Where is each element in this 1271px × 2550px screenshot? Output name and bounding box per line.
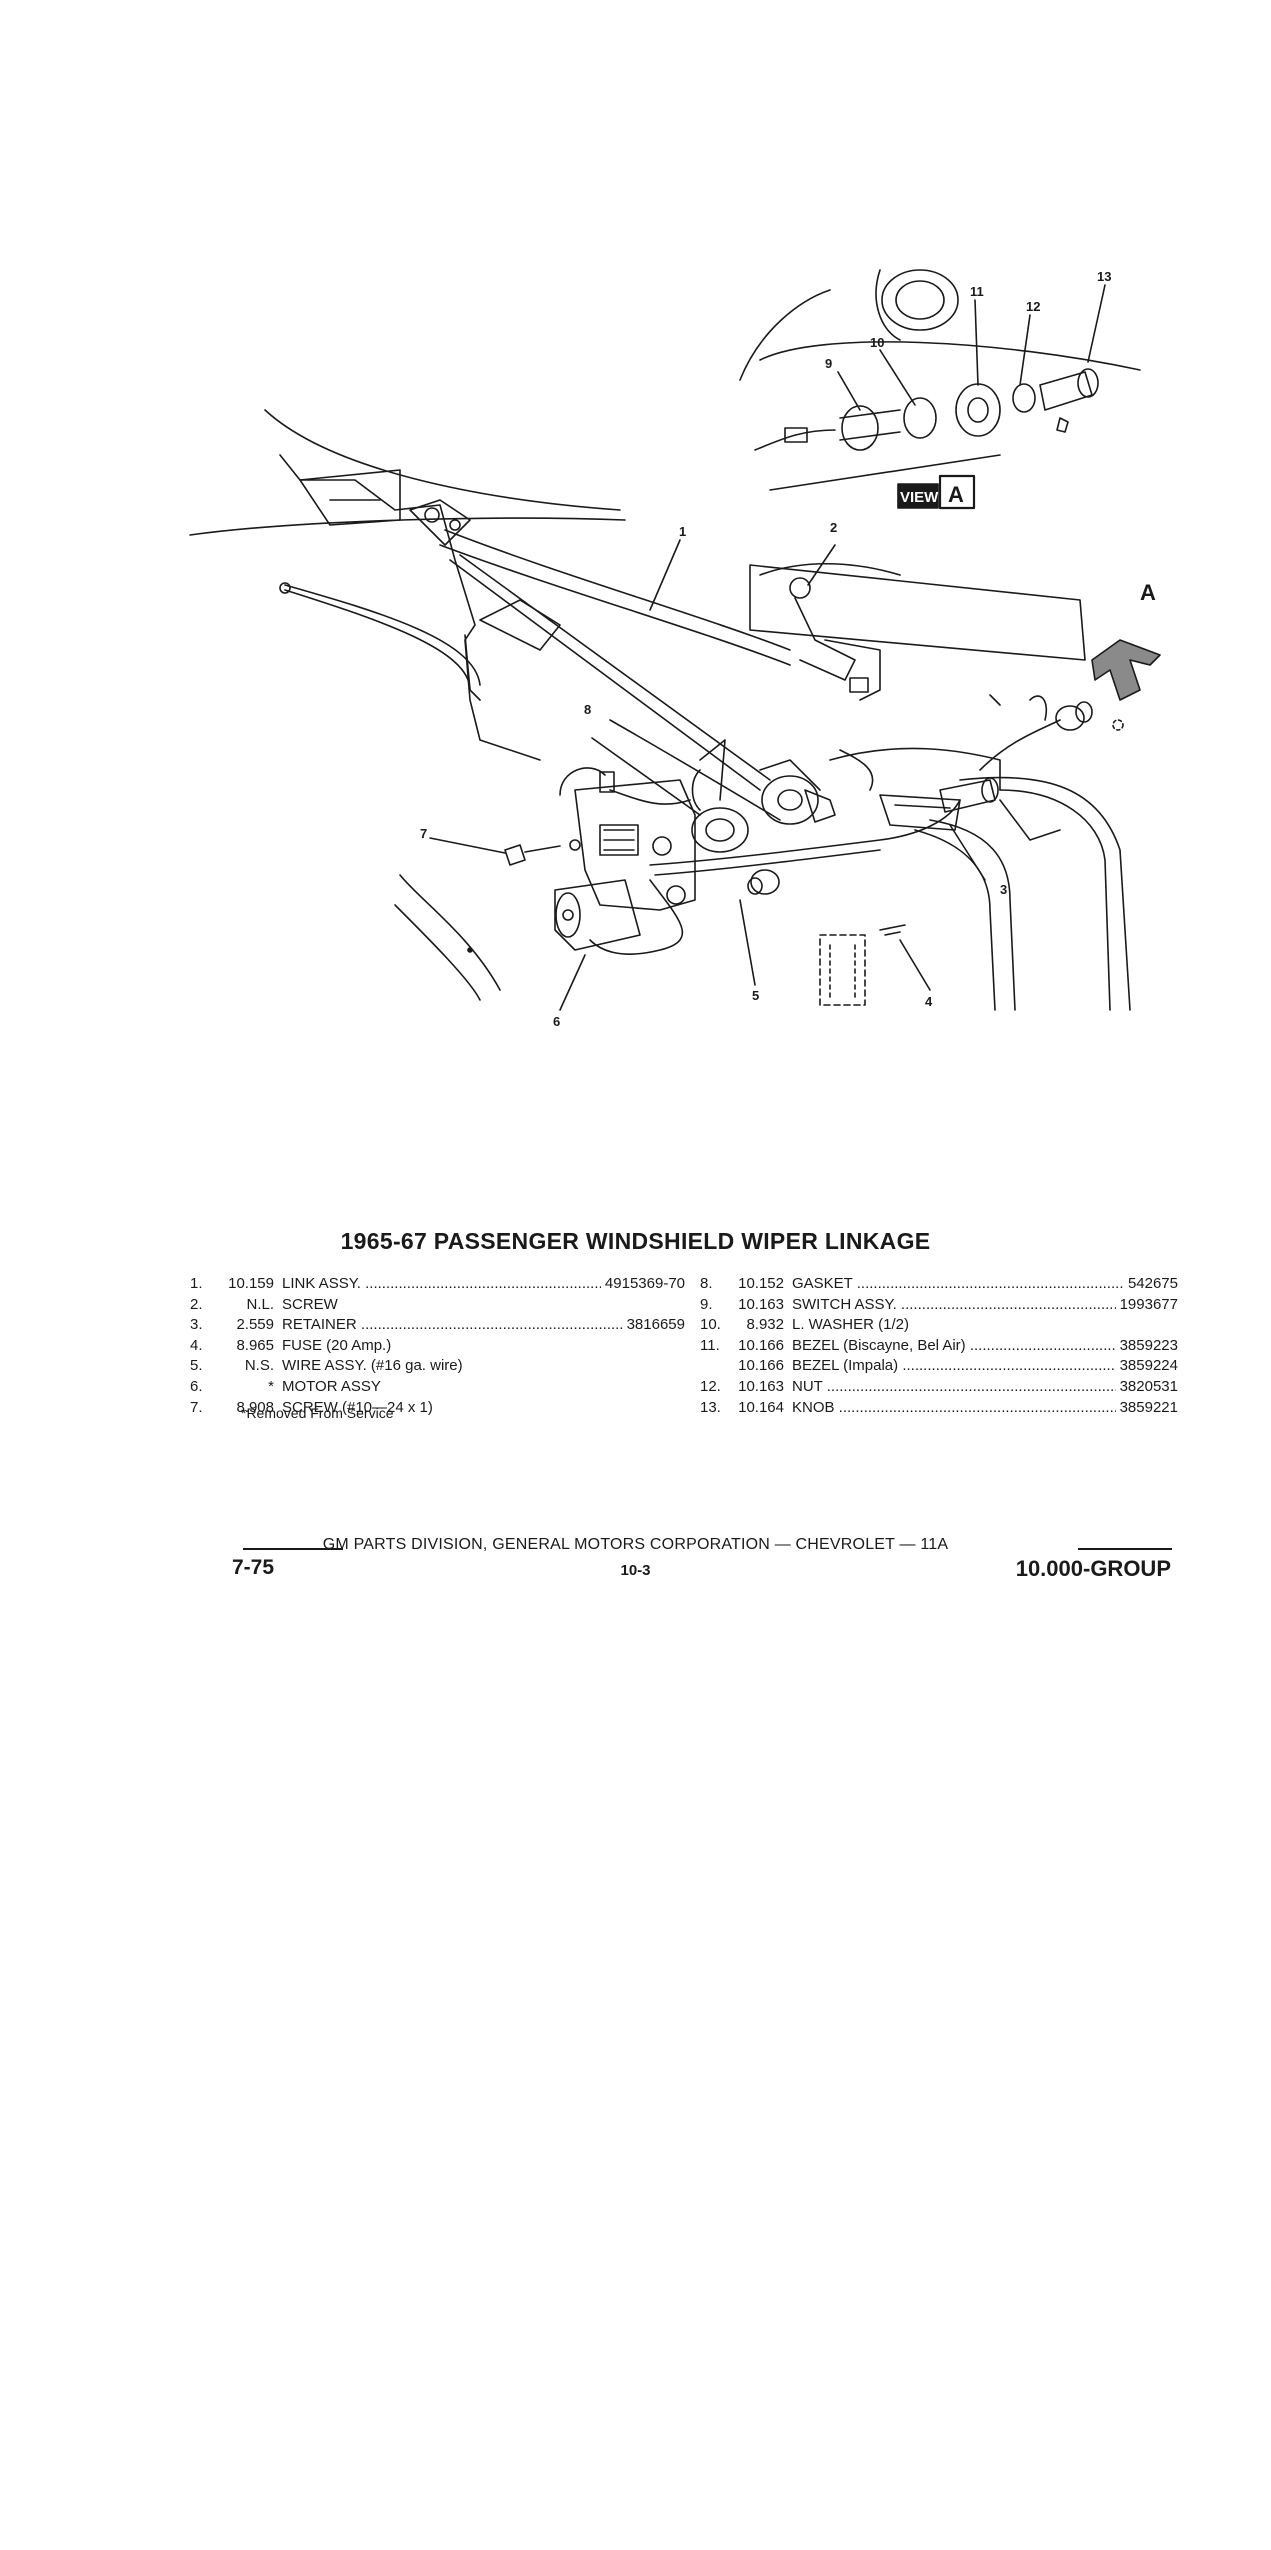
view-label: VIEW — [900, 489, 939, 506]
footer-text: GM PARTS DIVISION, GENERAL MOTORS CORPOR… — [322, 1536, 949, 1553]
part-number-index: 3. — [190, 1316, 203, 1334]
callout-2: 2 — [830, 520, 837, 535]
part-group-code: 8.965 — [236, 1336, 274, 1354]
part-group-code: 10.163 — [738, 1295, 784, 1313]
callout-6: 6 — [553, 1014, 560, 1029]
part-number: 3820531 — [1119, 1377, 1178, 1395]
part-row: 4. 8.965 FUSE (20 Amp.) — [190, 1336, 685, 1357]
part-number-index: 7. — [190, 1398, 203, 1416]
part-description: NUT — [792, 1377, 1116, 1398]
part-number-index: 10. — [700, 1316, 721, 1334]
part-row: 12. 10.163 NUT3820531 — [700, 1377, 1178, 1398]
part-description: RETAINER — [282, 1315, 623, 1336]
part-number-index: 4. — [190, 1336, 203, 1354]
part-number-index: 9. — [700, 1295, 713, 1313]
part-row: 3. 2.559 RETAINER3816659 — [190, 1315, 685, 1336]
part-row: 7. 8.908 SCREW (#10—24 x 1) — [190, 1398, 685, 1419]
part-group-code: 8.908 — [236, 1398, 274, 1416]
callout-7: 7 — [420, 826, 427, 841]
part-number-index: 8. — [700, 1275, 713, 1292]
part-number: 542675 — [1127, 1275, 1178, 1292]
callout-5: 5 — [752, 988, 759, 1003]
view-letter: A — [948, 482, 964, 507]
part-group-code: 10.159 — [228, 1275, 274, 1292]
part-group-code: 10.152 — [738, 1275, 784, 1292]
part-row: 1. 10.159 LINK ASSY.4915369-70 — [190, 1274, 685, 1295]
callout-10: 10 — [870, 335, 884, 350]
view-arrow-letter: A — [1140, 580, 1156, 605]
part-row: 10.166 BEZEL (Impala)3859224 — [700, 1356, 1178, 1377]
callout-12: 12 — [1026, 299, 1040, 314]
part-row: 10. 8.932 L. WASHER (1/2) — [700, 1315, 1178, 1336]
wiper-linkage-diagram: 1 2 3 4 5 6 7 8 9 10 11 12 13 VIEW A A — [189, 269, 1161, 1029]
removed-note: *Removed From Service — [241, 1405, 394, 1421]
part-group-code: * — [268, 1377, 274, 1395]
part-group-code: N.S. — [244, 1357, 274, 1375]
part-number-index: 12. — [700, 1377, 721, 1395]
part-number — [681, 1356, 685, 1377]
part-number — [1174, 1315, 1178, 1336]
part-number — [681, 1398, 685, 1419]
part-number: 4915369-70 — [604, 1275, 685, 1292]
part-number-index: 13. — [700, 1398, 721, 1416]
part-group-code: 2.559 — [236, 1316, 274, 1334]
part-description: BEZEL (Impala) — [792, 1356, 1116, 1377]
part-description: BEZEL (Biscayne, Bel Air) — [792, 1336, 1116, 1357]
part-number: 3859224 — [1119, 1357, 1178, 1375]
part-number: 3859223 — [1119, 1336, 1178, 1354]
part-row: 5. N.S. WIRE ASSY. (#16 ga. wire) — [190, 1356, 685, 1377]
part-number — [681, 1377, 685, 1398]
part-description: FUSE (20 Amp.) — [282, 1336, 392, 1354]
part-row: 6. * MOTOR ASSY — [190, 1377, 685, 1398]
part-description: SCREW (#10—24 x 1) — [282, 1398, 433, 1416]
part-description: GASKET — [792, 1274, 1124, 1295]
part-number — [681, 1295, 685, 1316]
parts-list-right: 8. 10.152 GASKET542675 9. 10.163 SWITCH ASSY.… — [700, 1274, 1178, 1418]
part-group-code: 10.164 — [738, 1398, 784, 1416]
part-number-index: 11. — [700, 1336, 720, 1354]
part-description: MOTOR ASSY — [282, 1377, 381, 1395]
part-number: 3816659 — [626, 1316, 685, 1334]
part-group-code: 8.932 — [746, 1316, 784, 1334]
parts-list-left: 1. 10.159 LINK ASSY.4915369-70 2. N.L. SCREW 3… — [190, 1274, 685, 1418]
part-number: 1993677 — [1119, 1295, 1178, 1313]
part-number-index: 5. — [190, 1357, 203, 1375]
part-row: 2. N.L. SCREW — [190, 1295, 685, 1316]
page-number: 7-75 — [232, 1556, 275, 1579]
part-description: WIRE ASSY. (#16 ga. wire) — [282, 1357, 463, 1375]
part-row: 13. 10.164 KNOB3859221 — [700, 1398, 1178, 1419]
part-number-index: 2. — [190, 1295, 203, 1313]
part-number: 3859221 — [1119, 1398, 1178, 1416]
part-description: SCREW — [282, 1295, 338, 1313]
part-group-code: 10.163 — [738, 1377, 784, 1395]
part-description: SWITCH ASSY. — [792, 1295, 1116, 1316]
part-description: KNOB — [792, 1398, 1116, 1419]
group-label: 10.000-GROUP — [1015, 1556, 1171, 1581]
footer-rule-right — [1078, 1548, 1172, 1550]
part-number-index: 1. — [190, 1275, 203, 1292]
footer-rule-left — [243, 1548, 343, 1550]
callout-13: 13 — [1097, 269, 1111, 284]
sub-page-number: 10-3 — [620, 1562, 651, 1579]
part-group-code: N.L. — [246, 1295, 274, 1313]
part-number-index: 6. — [190, 1377, 203, 1395]
part-group-code: 10.166 — [738, 1336, 784, 1354]
part-description: L. WASHER (1/2) — [792, 1316, 909, 1334]
part-number — [681, 1336, 685, 1357]
callout-9: 9 — [825, 356, 832, 371]
part-row: 8. 10.152 GASKET542675 — [700, 1274, 1178, 1295]
callout-11: 11 — [970, 284, 984, 299]
part-row: 11. 10.166 BEZEL (Biscayne, Bel Air)385922… — [700, 1336, 1178, 1357]
callout-4: 4 — [925, 994, 933, 1009]
page-title: 1965-67 PASSENGER WINDSHIELD WIPER LINKA… — [340, 1228, 931, 1254]
callout-8: 8 — [584, 702, 591, 717]
part-description: LINK ASSY. — [282, 1274, 601, 1295]
part-group-code: 10.166 — [738, 1357, 784, 1375]
part-row: 9. 10.163 SWITCH ASSY.1993677 — [700, 1295, 1178, 1316]
part-number-index — [700, 1356, 726, 1377]
callout-3: 3 — [1000, 882, 1007, 897]
callout-1: 1 — [679, 524, 686, 539]
